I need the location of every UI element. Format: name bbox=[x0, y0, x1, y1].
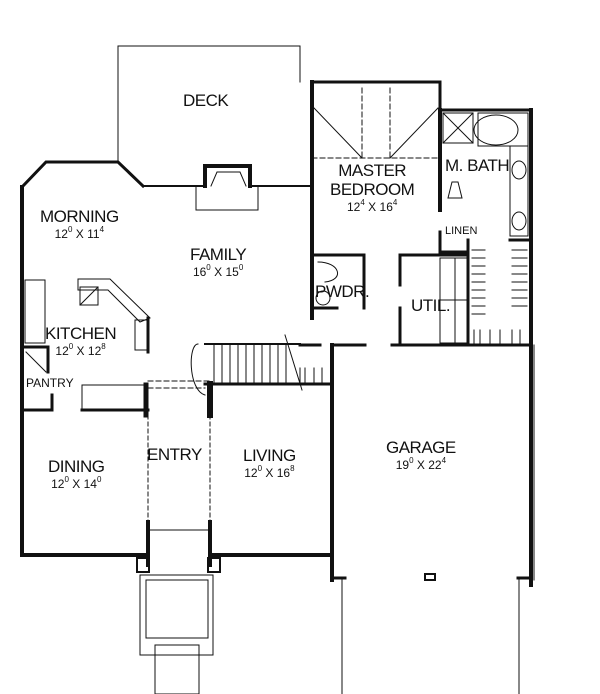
room-name: UTIL. bbox=[411, 296, 451, 315]
room-name: DECK bbox=[183, 91, 229, 110]
pantry-label: PANTRY bbox=[26, 377, 74, 389]
room-name-line2: BEDROOM bbox=[330, 180, 415, 199]
entry-label: ENTRY bbox=[147, 446, 202, 463]
deck-outline bbox=[117, 45, 301, 164]
room-name: ENTRY bbox=[147, 445, 202, 464]
master-bath-label: M. BATH bbox=[445, 156, 510, 175]
room-name: PANTRY bbox=[26, 376, 74, 390]
room-name: PWDR. bbox=[315, 282, 370, 301]
room-name: GARAGE bbox=[386, 438, 456, 457]
family-label: FAMILY 160 X 150 bbox=[190, 245, 247, 279]
morning-label: MORNING 120 X 114 bbox=[40, 208, 119, 240]
room-name-line1: MASTER bbox=[338, 161, 407, 180]
room-name: LIVING bbox=[243, 446, 296, 465]
room-name: LINEN bbox=[445, 225, 478, 237]
garage-label: GARAGE 190 X 224 bbox=[386, 439, 456, 471]
room-dimensions: 124 X 164 bbox=[347, 198, 398, 214]
room-dimensions: 120 X 114 bbox=[54, 225, 105, 241]
kitchen-label: KITCHEN 120 X 128 bbox=[45, 324, 117, 358]
room-name: FAMILY bbox=[190, 245, 247, 264]
room-name: M. BATH bbox=[445, 156, 510, 175]
room-dimensions: 190 X 224 bbox=[395, 456, 447, 472]
deck-label: DECK bbox=[183, 91, 229, 110]
living-label: LIVING 120 X 168 bbox=[243, 447, 296, 479]
linen-label: LINEN bbox=[445, 226, 477, 237]
room-dimensions: 120 X 128 bbox=[55, 342, 106, 358]
master-bedroom-label: MASTER BEDROOM 124 X 164 bbox=[330, 161, 415, 214]
room-dimensions: 160 X 150 bbox=[192, 263, 244, 279]
room-name: DINING bbox=[48, 457, 105, 476]
powder-room-label: PWDR. bbox=[315, 282, 370, 301]
room-dimensions: 120 X 168 bbox=[244, 464, 295, 480]
utility-label: UTIL. bbox=[411, 296, 451, 315]
room-name: MORNING bbox=[40, 207, 119, 226]
room-dimensions: 120 X 140 bbox=[51, 475, 102, 491]
dining-label: DINING 120 X 140 bbox=[48, 458, 105, 490]
room-name: KITCHEN bbox=[45, 324, 117, 343]
